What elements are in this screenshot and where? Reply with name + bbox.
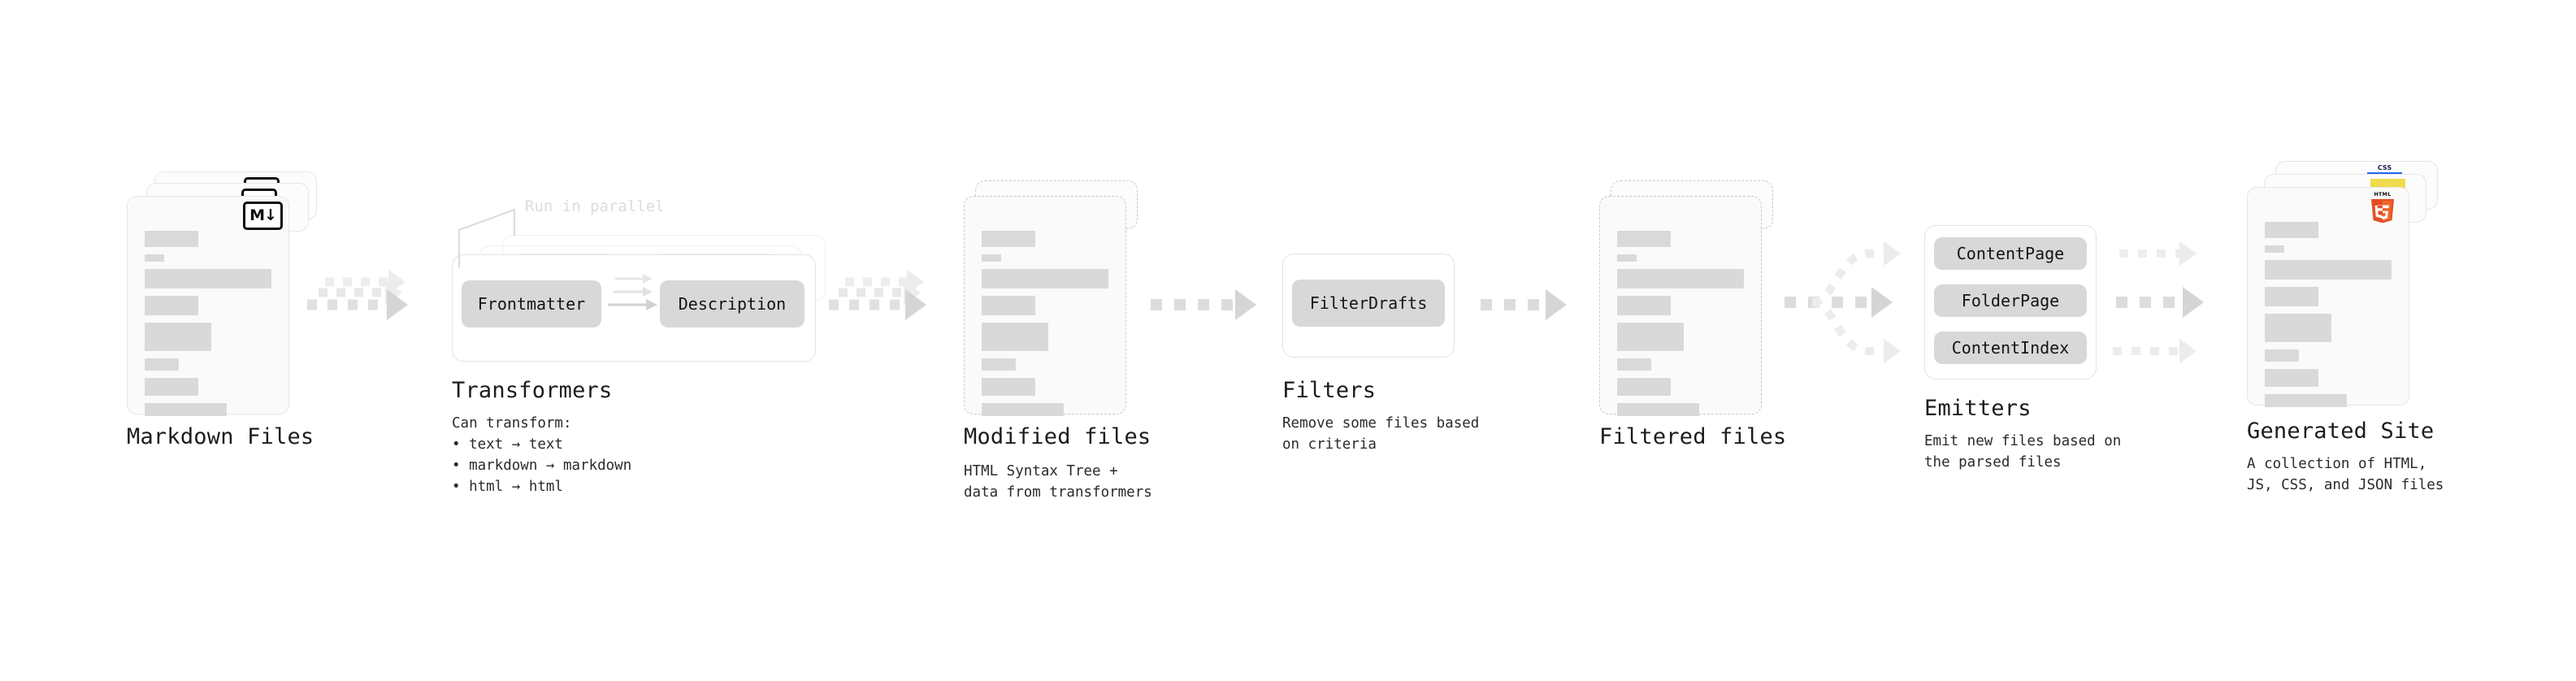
emitters-desc: Emit new files based on the parsed files <box>1924 433 2122 471</box>
generated-site-desc: A collection of HTML, JS, CSS, and JSON … <box>2247 456 2444 493</box>
markdown-card-content-bars <box>145 231 271 423</box>
markdown-card-front <box>127 196 289 416</box>
transformers-desc: Can transform: • text → text • markdown … <box>452 415 632 495</box>
css3-icon: CSS <box>2367 163 2402 175</box>
emitter-node-contentpage[interactable]: ContentPage <box>1934 237 2087 270</box>
markdown-files-title: Markdown Files <box>127 424 314 449</box>
filter-node-filterdrafts[interactable]: FilterDrafts <box>1292 280 1445 327</box>
transformer-node-description[interactable]: Description <box>660 280 804 327</box>
transformer-node-frontmatter[interactable]: Frontmatter <box>462 280 601 327</box>
filters-title: Filters <box>1282 378 1377 403</box>
transformers-title: Transformers <box>452 378 613 403</box>
emitter-node-folderpage[interactable]: FolderPage <box>1934 284 2087 317</box>
modified-card-content-bars <box>982 231 1108 423</box>
site-card-content-bars <box>2265 222 2392 414</box>
filtered-files-title: Filtered files <box>1599 424 1787 449</box>
filters-desc: Remove some files based on criteria <box>1282 415 1480 453</box>
filtered-card-front <box>1599 196 1762 416</box>
svg-text:HTML: HTML <box>2374 192 2391 197</box>
site-card-front <box>2247 187 2409 407</box>
run-in-parallel-note: Run in parallel <box>525 197 665 215</box>
emitters-title: Emitters <box>1924 396 2032 421</box>
modified-files-title: Modified files <box>964 424 1151 449</box>
html5-icon: HTML <box>2371 192 2394 223</box>
connector-filters-to-filtered <box>1481 289 1567 320</box>
connector-markdown-to-transformers <box>307 270 408 320</box>
markdown-icon: M↓ <box>243 202 283 230</box>
connector-transformers-to-modified <box>829 270 926 320</box>
connector-modified-to-filters <box>1151 289 1256 320</box>
emitter-node-contentindex[interactable]: ContentIndex <box>1934 332 2087 364</box>
modified-files-desc: HTML Syntax Tree + data from transformer… <box>964 463 1152 501</box>
filtered-card-content-bars <box>1617 231 1744 423</box>
connector-emitters-to-site <box>2113 241 2204 363</box>
modified-card-front <box>964 196 1126 416</box>
generated-site-title: Generated Site <box>2247 419 2435 444</box>
connector-filtered-to-emitters <box>1785 241 1901 363</box>
